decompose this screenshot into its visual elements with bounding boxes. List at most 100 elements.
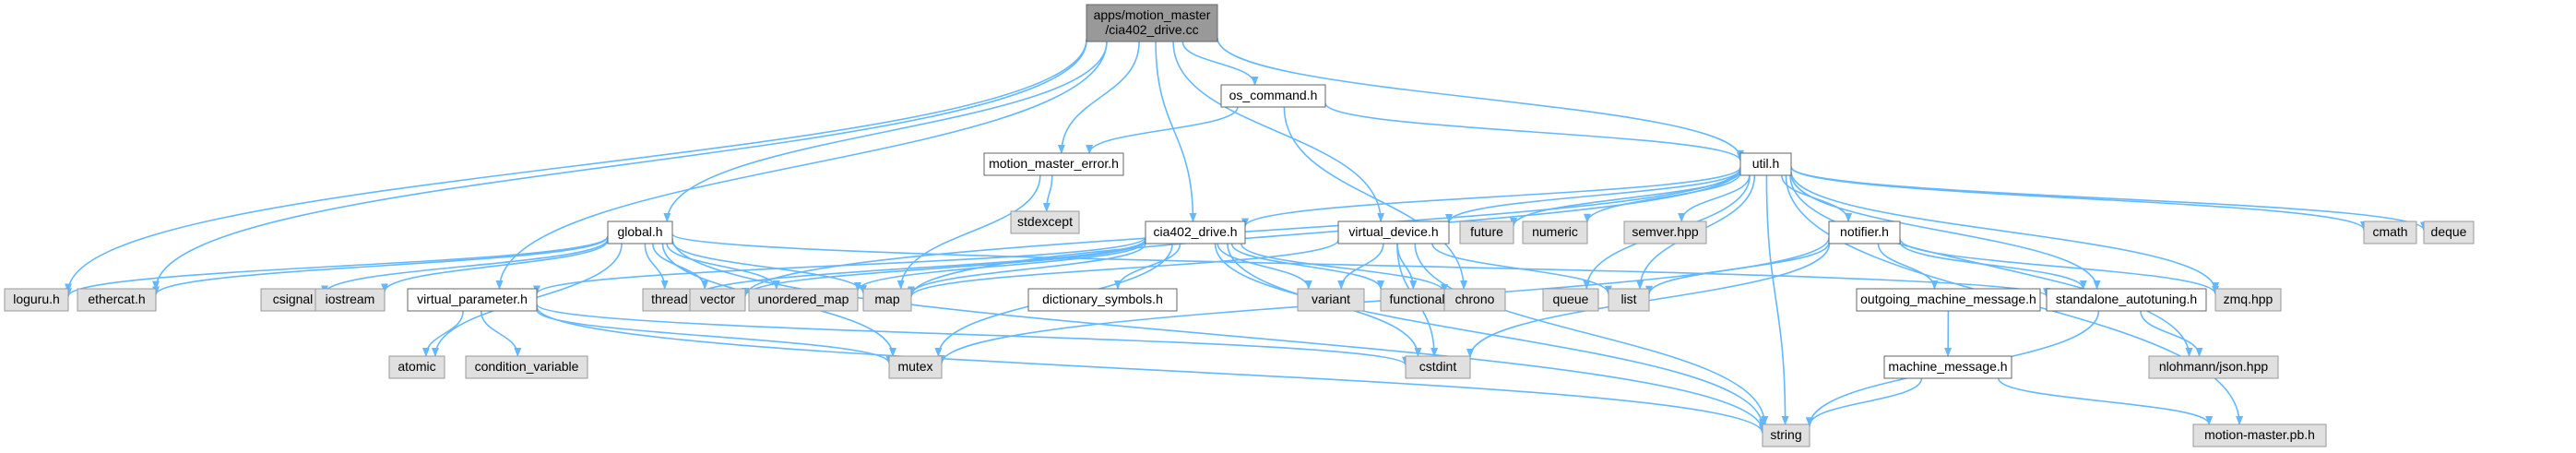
edge-cia402_drive-to-chrono <box>1241 243 1448 293</box>
edge-virtual_parameter-to-atomic <box>421 310 464 357</box>
node-label: notifier.h <box>1840 224 1889 239</box>
edge-notifier-to-cstdint <box>1466 243 1831 358</box>
edge-notifier-to-zmq <box>1899 238 2219 295</box>
node-notifier[interactable]: notifier.h <box>1828 221 1901 244</box>
node-label: string <box>1770 427 1801 442</box>
edge-motion_master_error-to-stdexcept <box>1042 174 1053 212</box>
node-condition-variable: condition_variable <box>465 355 588 379</box>
node-label: outgoing_machine_message.h <box>1860 292 2036 306</box>
node-cia402-drive[interactable]: cia402_drive.h <box>1145 221 1246 244</box>
node-box <box>2148 355 2279 379</box>
node-label: apps/motion_master <box>1094 7 1211 22</box>
node-machine-message[interactable]: machine_message.h <box>1883 355 2012 379</box>
node-box <box>1086 4 1218 42</box>
node-box <box>1443 288 1506 312</box>
node-label: deque <box>2431 224 2467 239</box>
node-label: cmath <box>2372 224 2407 239</box>
node-box <box>1542 288 1599 312</box>
node-box <box>1739 152 1792 176</box>
edge-global-to-loguru <box>65 235 609 298</box>
edge-standalone_autotuning-to-nlohmann_json <box>2140 310 2203 357</box>
edge-virtual_device-to-variant <box>1337 243 1384 290</box>
edge-motion_master_error-to-map <box>896 174 1041 290</box>
node-unordered-map: unordered_map <box>748 288 859 312</box>
node-cstdint: cstdint <box>1405 355 1471 379</box>
node-box <box>1145 221 1246 244</box>
node-box <box>748 288 859 312</box>
edge-root-to-virtual_parameter <box>495 41 1108 290</box>
edge-util-to-deque <box>1790 166 2428 232</box>
edge-cia402_drive-to-unordered_map <box>854 240 1146 292</box>
node-dictionary-symbols[interactable]: dictionary_symbols.h <box>1027 288 1178 312</box>
node-label: variant <box>1312 292 1350 306</box>
node-label: zmq.hpp <box>2224 292 2273 306</box>
edge-virtual_parameter-to-condition_variable <box>480 310 522 357</box>
edge-os_command-to-motion_master_error <box>1086 106 1239 154</box>
edge-cia402_drive-to-vector <box>742 239 1146 297</box>
edge-cia402_drive-to-virtual_parameter <box>533 236 1146 295</box>
node-label: virtual_device.h <box>1348 224 1438 239</box>
edge-root-to-os_command <box>1181 41 1259 86</box>
node-box <box>77 288 157 312</box>
edge-os_command-to-util <box>1324 102 1744 162</box>
node-deque: deque <box>2423 221 2475 244</box>
node-label: unordered_map <box>758 292 849 306</box>
node-label: motion-master.pb.h <box>2204 427 2315 442</box>
node-box <box>689 288 746 312</box>
node-box <box>1459 221 1514 244</box>
node-outgoing-machine-message[interactable]: outgoing_machine_message.h <box>1856 288 2041 312</box>
node-standalone-autotuning[interactable]: standalone_autotuning.h <box>2046 288 2207 312</box>
node-util[interactable]: util.h <box>1739 152 1792 176</box>
node-os-command[interactable]: os_command.h <box>1220 84 1326 108</box>
node-label: nlohmann/json.hpp <box>2159 359 2269 374</box>
node-root[interactable]: apps/motion_master/cia402_drive.cc <box>1086 4 1218 42</box>
node-box <box>1220 84 1326 108</box>
node-box <box>1027 288 1178 312</box>
node-label: list <box>1620 292 1636 306</box>
edge-cia402_drive-to-string <box>1227 243 1766 429</box>
node-label: loguru.h <box>13 292 60 306</box>
node-csignal: csignal <box>260 288 326 312</box>
node-label: machine_message.h <box>1888 359 2007 374</box>
node-mutex: mutex <box>888 355 943 379</box>
node-list: list <box>1608 288 1650 312</box>
node-box <box>1405 355 1471 379</box>
node-box <box>1623 221 1707 244</box>
edge-machine_message-to-string <box>1806 377 1923 427</box>
node-box <box>2046 288 2207 312</box>
node-semver: semver.hpp <box>1623 221 1707 244</box>
edge-cia402_drive-to-thread <box>693 238 1146 298</box>
node-box <box>1337 221 1450 244</box>
node-motion-master-error[interactable]: motion_master_error.h <box>983 152 1124 176</box>
node-label: thread <box>651 292 688 306</box>
node-box <box>1522 221 1588 244</box>
node-stdexcept: stdexcept <box>1010 210 1080 234</box>
node-thread: thread <box>642 288 697 312</box>
node-virtual-parameter[interactable]: virtual_parameter.h <box>407 288 538 312</box>
node-label: dictionary_symbols.h <box>1042 292 1163 306</box>
edge-global-to-unordered_map <box>666 243 780 290</box>
node-label: util.h <box>1752 156 1780 171</box>
node-label: mutex <box>897 359 932 374</box>
edge-cia402_drive-to-functional <box>1230 243 1384 290</box>
edge-util-to-zmq <box>1790 171 2219 292</box>
node-label: global.h <box>617 224 662 239</box>
edge-notifier-to-outgoing_machine_message <box>1877 243 1939 290</box>
node-label: numeric <box>1532 224 1578 239</box>
node-nlohmann-json: nlohmann/json.hpp <box>2148 355 2279 379</box>
node-global[interactable]: global.h <box>607 221 673 244</box>
node-loguru: loguru.h <box>4 288 69 312</box>
node-motion-master-pb: motion-master.pb.h <box>2192 423 2327 447</box>
node-cmath: cmath <box>2363 221 2417 244</box>
node-box <box>862 288 912 312</box>
node-label: vector <box>700 292 735 306</box>
node-label: iostream <box>326 292 375 306</box>
edge-global-to-iostream <box>381 239 609 293</box>
node-iostream: iostream <box>315 288 386 312</box>
node-variant: variant <box>1297 288 1365 312</box>
node-virtual-device[interactable]: virtual_device.h <box>1337 221 1450 244</box>
node-label: motion_master_error.h <box>989 156 1119 171</box>
edge-util-to-virtual_device <box>1445 168 1741 223</box>
node-box <box>983 152 1124 176</box>
